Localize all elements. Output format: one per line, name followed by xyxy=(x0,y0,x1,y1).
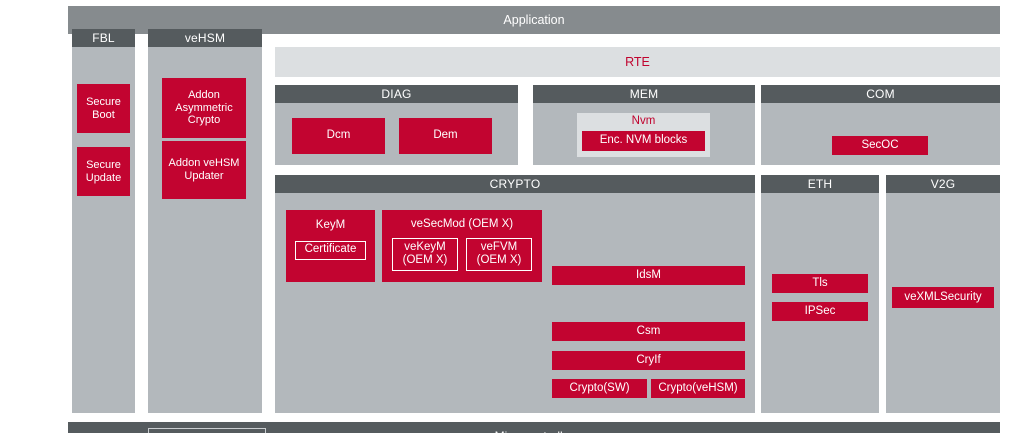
panel-mem: MEM Nvm Enc. NVM blocks xyxy=(533,85,755,165)
panel-com-body: SecOC xyxy=(761,103,1000,165)
panel-v2g: V2G veXMLSecurity xyxy=(886,175,1000,413)
microcontroller-label: Microcontroller xyxy=(68,429,1000,433)
block-vefvm[interactable]: veFVM (OEM X) xyxy=(466,237,532,271)
block-nvm[interactable]: Nvm Enc. NVM blocks xyxy=(577,113,710,157)
block-enc-nvm-blocks[interactable]: Enc. NVM blocks xyxy=(582,131,705,151)
block-secoc[interactable]: SecOC xyxy=(832,136,928,155)
panel-vehsm-body: Addon Asymmetric Crypto Addon veHSM Upda… xyxy=(148,47,262,413)
block-dcm[interactable]: Dcm xyxy=(292,118,385,154)
block-addon-vehsm-updater[interactable]: Addon veHSM Updater xyxy=(162,141,246,199)
panel-mem-body: Nvm Enc. NVM blocks xyxy=(533,103,755,165)
block-csm[interactable]: Csm xyxy=(552,322,745,341)
panel-fbl: FBL Secure Boot Secure Update xyxy=(72,29,135,413)
panel-eth-header: ETH xyxy=(761,175,879,193)
panel-vehsm: veHSM Addon Asymmetric Crypto Addon veHS… xyxy=(148,29,262,413)
block-vexmlsecurity[interactable]: veXMLSecurity xyxy=(892,287,994,308)
block-crypto-vehsm[interactable]: Crypto(veHSM) xyxy=(651,379,745,398)
block-vesecmod-label: veSecMod (OEM X) xyxy=(410,218,514,230)
microcontroller-inner-box xyxy=(148,428,266,433)
panel-fbl-body: Secure Boot Secure Update xyxy=(72,47,135,413)
block-cryif[interactable]: CryIf xyxy=(552,351,745,370)
block-addon-asymmetric-crypto[interactable]: Addon Asymmetric Crypto xyxy=(162,78,246,138)
block-keym-label: KeyM xyxy=(315,219,346,231)
block-secure-boot[interactable]: Secure Boot xyxy=(77,84,130,133)
panel-crypto: CRYPTO KeyM Certificate veSecMod (OEM X)… xyxy=(275,175,755,413)
panel-mem-header: MEM xyxy=(533,85,755,103)
block-dem[interactable]: Dem xyxy=(399,118,492,154)
panel-diag-header: DIAG xyxy=(275,85,518,103)
panel-diag-body: Dcm Dem xyxy=(275,103,518,165)
panel-fbl-header: FBL xyxy=(72,29,135,47)
rte-label: RTE xyxy=(625,55,650,69)
block-crypto-sw[interactable]: Crypto(SW) xyxy=(552,379,647,398)
panel-eth: ETH Tls IPSec xyxy=(761,175,879,413)
panel-com-header: COM xyxy=(761,85,1000,103)
rte-bar: RTE xyxy=(275,47,1000,77)
block-secure-update[interactable]: Secure Update xyxy=(77,147,130,196)
block-vesecmod[interactable]: veSecMod (OEM X) veKeyM (OEM X) veFVM (O… xyxy=(382,210,542,282)
block-keym[interactable]: KeyM Certificate xyxy=(286,210,375,282)
panel-v2g-body: veXMLSecurity xyxy=(886,193,1000,413)
panel-v2g-header: V2G xyxy=(886,175,1000,193)
microcontroller-bar: Microcontroller xyxy=(68,422,1000,433)
block-tls[interactable]: Tls xyxy=(772,274,868,293)
panel-diag: DIAG Dcm Dem xyxy=(275,85,518,165)
block-vekeym[interactable]: veKeyM (OEM X) xyxy=(392,237,458,271)
application-label: Application xyxy=(503,13,565,27)
panel-eth-body: Tls IPSec xyxy=(761,193,879,413)
block-certificate[interactable]: Certificate xyxy=(295,240,366,260)
block-ipsec[interactable]: IPSec xyxy=(772,302,868,321)
panel-vehsm-header: veHSM xyxy=(148,29,262,47)
panel-com: COM SecOC xyxy=(761,85,1000,165)
block-idsm[interactable]: IdsM xyxy=(552,266,745,285)
block-nvm-label: Nvm xyxy=(631,115,656,127)
panel-crypto-header: CRYPTO xyxy=(275,175,755,193)
panel-crypto-body: KeyM Certificate veSecMod (OEM X) veKeyM… xyxy=(275,193,755,413)
